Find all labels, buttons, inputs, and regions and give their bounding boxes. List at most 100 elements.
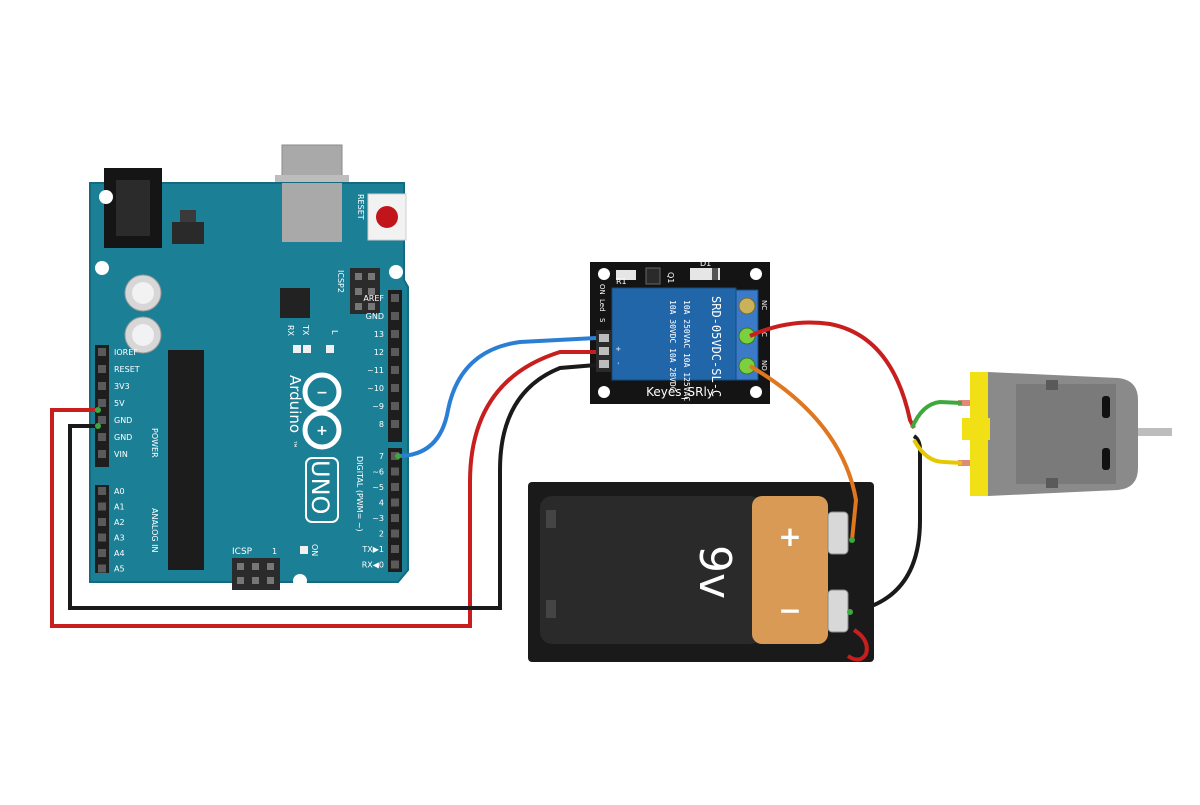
usb-chip bbox=[280, 288, 310, 318]
reset-button[interactable] bbox=[367, 193, 407, 241]
relay-rating-line-1: 10A 250VAC 10A 125VAC bbox=[682, 300, 691, 401]
reset-label: RESET bbox=[356, 194, 365, 220]
pin-label: 2 bbox=[379, 530, 384, 539]
header-pin[interactable] bbox=[98, 348, 106, 356]
battery-copper-cap bbox=[752, 496, 828, 644]
header-pin[interactable] bbox=[98, 382, 106, 390]
header-pin[interactable] bbox=[98, 564, 106, 573]
pin-label: ~5 bbox=[372, 483, 384, 492]
header-pin[interactable] bbox=[391, 402, 399, 410]
header-pin[interactable] bbox=[391, 312, 399, 320]
analog-section-label: ANALOG IN bbox=[150, 508, 159, 553]
header-pin[interactable] bbox=[391, 384, 399, 392]
rx-led bbox=[293, 345, 301, 353]
pin-label: 3V3 bbox=[114, 382, 130, 391]
pin-label: A3 bbox=[114, 534, 125, 543]
header-pin[interactable] bbox=[98, 533, 106, 542]
dc-motor bbox=[958, 372, 1172, 496]
icsp-header bbox=[232, 558, 280, 590]
battery-minus-terminal bbox=[827, 589, 849, 633]
pin-label: RX◀0 bbox=[362, 561, 384, 570]
header-pin[interactable] bbox=[391, 330, 399, 338]
header-pin[interactable] bbox=[98, 450, 106, 458]
relay-brand-label: Keyes_SRly bbox=[646, 385, 714, 399]
header-pin[interactable] bbox=[98, 549, 106, 557]
pin-label: 13 bbox=[374, 330, 384, 339]
pin-label: A2 bbox=[114, 518, 125, 527]
pin-label: A4 bbox=[114, 549, 125, 558]
pin-label: RESET bbox=[114, 365, 140, 374]
logo-minus-icon: − bbox=[316, 385, 328, 401]
reset-button-cap[interactable] bbox=[376, 206, 398, 228]
header-pin[interactable] bbox=[98, 365, 106, 373]
header-pin[interactable] bbox=[391, 348, 399, 356]
tx-label: TX bbox=[301, 324, 310, 336]
l-led bbox=[326, 345, 334, 353]
terminal-no-screw[interactable] bbox=[738, 357, 756, 375]
header-pin[interactable] bbox=[98, 518, 106, 526]
header-pin[interactable] bbox=[391, 467, 399, 476]
q1-transistor bbox=[645, 267, 661, 285]
pin-label: 8 bbox=[379, 420, 384, 429]
relay-pin-s[interactable] bbox=[599, 334, 609, 342]
icsp2-label: ICSP2 bbox=[336, 270, 345, 293]
header-pin[interactable] bbox=[391, 560, 399, 569]
mounting-hole bbox=[99, 190, 113, 204]
motor-terminal bbox=[958, 400, 970, 406]
header-pin[interactable] bbox=[391, 545, 399, 553]
wire-no-orange bbox=[748, 364, 859, 541]
header-pin[interactable] bbox=[98, 433, 106, 441]
voltage-regulator bbox=[172, 222, 204, 244]
relay-plus-label: + bbox=[614, 346, 622, 352]
header-pin[interactable] bbox=[391, 498, 399, 507]
arduino-uno-board: RESET ICSP2 RX TX L − + Arduino ™ UNO ON bbox=[89, 144, 409, 590]
header-pin[interactable] bbox=[98, 416, 106, 424]
mounting-hole bbox=[95, 261, 109, 275]
wire-battery-red bbox=[846, 628, 869, 662]
battery-voltage-label: 9v bbox=[689, 545, 740, 599]
header-pin[interactable] bbox=[391, 366, 399, 374]
terminal-nc-screw[interactable] bbox=[738, 297, 756, 315]
on-label: ON bbox=[310, 544, 319, 556]
header-pin[interactable] bbox=[98, 487, 106, 495]
battery-minus-label: − bbox=[778, 594, 801, 627]
relay-led-label: Led bbox=[598, 299, 606, 312]
tm-mark: ™ bbox=[287, 440, 297, 449]
wire-motor-yellow bbox=[912, 439, 963, 465]
icsp-pin1-label: 1 bbox=[272, 547, 277, 556]
icsp-label: ICSP bbox=[232, 547, 253, 557]
usb-housing bbox=[282, 183, 342, 242]
digital-section-label: DIGITAL (PWM= ~) bbox=[355, 456, 364, 532]
relay-rating-line-2: 10A 30VDC 10A 28VDC bbox=[668, 300, 677, 392]
header-pin[interactable] bbox=[391, 514, 399, 522]
relay-mounting-hole bbox=[750, 386, 762, 398]
relay-minus-label: - bbox=[614, 362, 622, 365]
header-pin[interactable] bbox=[391, 294, 399, 302]
relay-mounting-hole bbox=[750, 268, 762, 280]
relay-model-line: SRD-05VDC-SL-C bbox=[709, 296, 723, 397]
header-pin[interactable] bbox=[391, 529, 399, 538]
pin-label: ~3 bbox=[372, 514, 384, 523]
pin-label: 7 bbox=[379, 452, 384, 461]
pin-label: 4 bbox=[379, 499, 384, 508]
q1-label: Q1 bbox=[666, 272, 675, 283]
on-led bbox=[300, 546, 308, 554]
r1-resistor bbox=[616, 270, 636, 280]
pin-label: GND bbox=[114, 433, 132, 442]
terminal-c-label: C bbox=[760, 332, 768, 337]
header-pin[interactable] bbox=[98, 502, 106, 511]
pin-label: GND bbox=[114, 416, 132, 425]
digital-header-bottom bbox=[388, 448, 402, 572]
header-pin[interactable] bbox=[391, 420, 399, 428]
relay-pin-minus[interactable] bbox=[599, 360, 609, 368]
pin-label: IOREF bbox=[114, 348, 138, 357]
relay-pin-plus[interactable] bbox=[599, 347, 609, 355]
d1-label: D1 bbox=[700, 259, 711, 268]
arduino-logo: − + bbox=[302, 372, 342, 450]
header-pin[interactable] bbox=[391, 483, 399, 491]
pin-label: VIN bbox=[114, 450, 128, 459]
header-pin[interactable] bbox=[98, 399, 106, 407]
pin-label: ~6 bbox=[372, 468, 384, 477]
uno-badge bbox=[305, 457, 339, 523]
wire-signal-blue bbox=[397, 336, 597, 458]
